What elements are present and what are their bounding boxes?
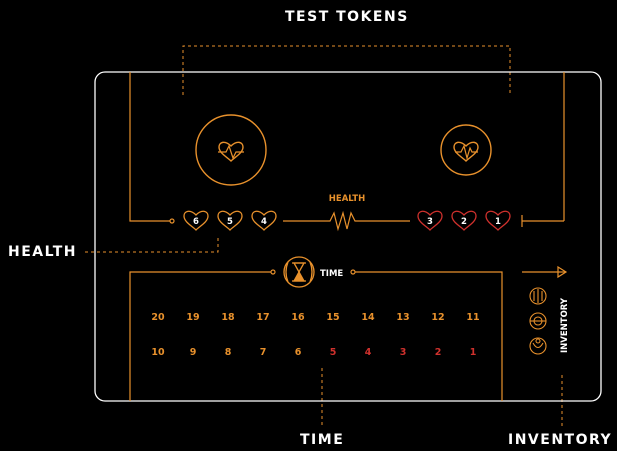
time-slot-number: 14 <box>361 312 375 323</box>
health-heart-token: 6 <box>183 210 209 231</box>
inventory-item-icon-2 <box>529 312 547 330</box>
health-hearts-left: 6 5 4 <box>183 210 277 231</box>
inventory-bottom-label: INVENTORY <box>508 432 613 448</box>
inventory-frame <box>522 265 568 279</box>
board-outline <box>94 71 602 402</box>
time-slot-number: 4 <box>365 347 372 358</box>
time-track-numbers: 20 19 18 17 16 15 14 13 12 11 10 9 8 7 6 5 4 3 2 1 <box>151 312 479 358</box>
time-slot-number: 5 <box>330 347 337 358</box>
time-slot-number: 17 <box>256 312 269 323</box>
time-slot-number: 12 <box>431 312 444 323</box>
health-hearts-right: 3 2 1 <box>417 210 511 231</box>
health-center-label: HEALTH <box>329 194 365 204</box>
test-token-heart-left <box>195 114 267 186</box>
heart-value: 6 <box>193 217 199 227</box>
health-heart-token: 5 <box>217 210 243 231</box>
time-bottom-label: TIME <box>300 432 345 448</box>
hourglass-icon <box>285 261 313 283</box>
time-slot-number: 18 <box>221 312 235 323</box>
health-heart-token-danger: 1 <box>485 210 511 231</box>
heart-value: 4 <box>261 217 267 227</box>
time-slot-number: 7 <box>260 347 267 358</box>
time-slot-number: 19 <box>186 312 199 323</box>
time-track-frame <box>129 256 503 401</box>
callout-lines <box>85 45 563 428</box>
health-track-frame <box>129 72 565 232</box>
heart-value: 5 <box>227 217 233 227</box>
heart-value: 3 <box>427 217 433 227</box>
time-slot-number: 8 <box>225 347 232 358</box>
time-slot-number: 6 <box>295 347 302 358</box>
time-slot-number: 16 <box>291 312 305 323</box>
time-slot-number: 13 <box>396 312 409 323</box>
time-title: TIME <box>320 269 343 279</box>
test-tokens-label: TEST TOKENS <box>285 9 409 25</box>
heart-value: 2 <box>461 217 467 227</box>
inventory-item-icon-1 <box>529 287 547 305</box>
time-slot-number: 9 <box>190 347 197 358</box>
time-slot-number: 20 <box>151 312 165 323</box>
heart-value: 1 <box>495 217 501 227</box>
inventory-item-icons <box>529 287 547 355</box>
time-slot-number: 11 <box>466 312 479 323</box>
health-heart-token: 4 <box>251 210 277 231</box>
health-side-label: HEALTH <box>8 244 77 260</box>
time-slot-number: 1 <box>470 347 477 358</box>
inventory-title: INVENTORY <box>560 297 570 353</box>
time-slot-number: 3 <box>400 347 407 358</box>
time-slot-number: 10 <box>151 347 165 358</box>
inventory-item-icon-3 <box>529 337 547 355</box>
health-heart-token-danger: 2 <box>451 210 477 231</box>
health-heart-token-danger: 3 <box>417 210 443 231</box>
time-slot-number: 2 <box>435 347 442 358</box>
test-token-heart-right <box>440 124 492 176</box>
time-slot-number: 15 <box>326 312 339 323</box>
